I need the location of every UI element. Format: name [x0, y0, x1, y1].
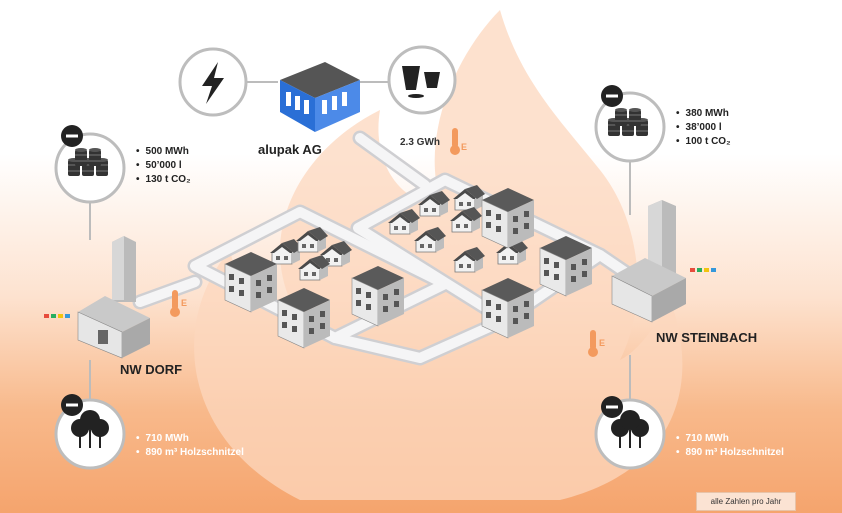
stat-energy: 380 MWh: [676, 107, 731, 121]
alupak-factory: [280, 62, 360, 132]
stat-wood: 890 m³ Holzschnitzel: [136, 446, 244, 460]
heat-supply-value: 2.3 GWh: [400, 137, 441, 148]
stat-volume: 38’000 l: [676, 121, 731, 135]
cups-circle: [387, 45, 457, 115]
minus-icon: [606, 405, 618, 409]
electricity-circle: [178, 47, 248, 117]
trees-icon: [611, 410, 649, 448]
svg-text:E: E: [181, 298, 187, 308]
minus-icon: [606, 94, 618, 98]
oil-circle-left: [54, 125, 126, 204]
color-marks-left: [44, 314, 70, 318]
cups-icon: [402, 66, 440, 98]
stat-volume: 50’000 l: [136, 159, 191, 173]
minus-icon: [66, 403, 78, 407]
stat-energy: 500 MWh: [136, 145, 191, 159]
lightning-icon: [202, 62, 224, 104]
plant-name-dorf: NW DORF: [120, 362, 183, 377]
wood-circle-left: [54, 394, 126, 470]
svg-text:E: E: [461, 142, 467, 152]
stat-energy: 710 MWh: [676, 432, 784, 446]
thermometer-icon: E: [450, 128, 467, 155]
stat-wood: 890 m³ Holzschnitzel: [676, 446, 784, 460]
oil-circle-right: [594, 85, 666, 163]
plant-name-steinbach: NW STEINBACH: [656, 330, 758, 345]
stat-co2: 130 t CO₂: [136, 173, 191, 187]
svg-text:E: E: [599, 338, 605, 348]
minus-icon: [66, 134, 78, 138]
oil-stats-steinbach: 380 MWh 38’000 l 100 t CO₂: [676, 107, 731, 149]
heating-plant-dorf: [77, 236, 150, 359]
heating-plant-steinbach: [611, 200, 686, 323]
stat-co2: 100 t CO₂: [676, 135, 731, 149]
thermometer-icon: E: [588, 330, 605, 357]
flame-icon: [194, 10, 683, 500]
color-marks-right: [690, 268, 716, 272]
wood-stats-steinbach: 710 MWh 890 m³ Holzschnitzel: [676, 432, 784, 460]
wood-circle-right: [594, 396, 666, 470]
stat-energy: 710 MWh: [136, 432, 244, 446]
oil-stats-dorf: 500 MWh 50’000 l 130 t CO₂: [136, 145, 191, 187]
wood-stats-dorf: 710 MWh 890 m³ Holzschnitzel: [136, 432, 244, 460]
trees-icon: [71, 410, 109, 448]
thermometer-icon: E: [170, 290, 187, 317]
footnote: alle Zahlen pro Jahr: [696, 492, 796, 511]
company-label: alupak AG: [258, 142, 322, 157]
